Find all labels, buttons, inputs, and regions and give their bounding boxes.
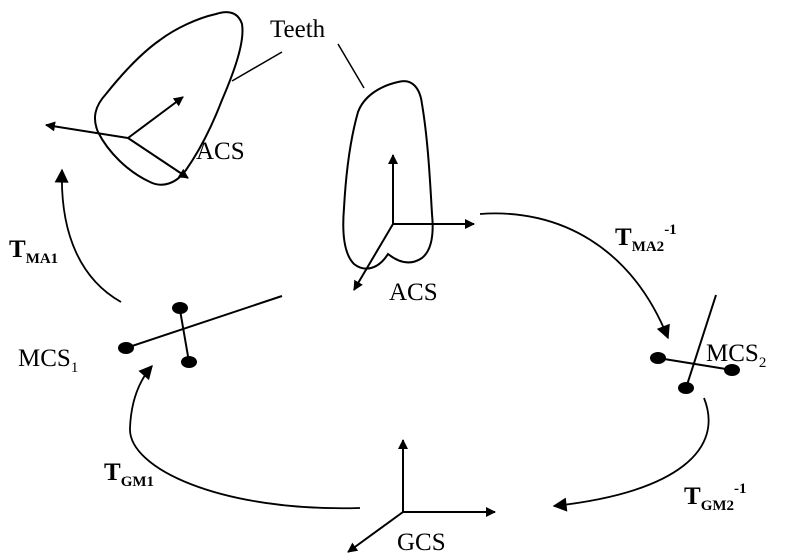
acs-axes-center	[353, 154, 475, 291]
mcs2-bar	[657, 357, 733, 371]
t-ma2-inv-label-subscript: MA2	[631, 239, 665, 255]
tooth-outline-center	[342, 80, 434, 270]
mcs1-label-base: MCS	[18, 345, 71, 372]
arrow-t-ma1	[54, 168, 122, 303]
mcs2-marker-dot	[724, 364, 740, 376]
t-gm2-inv-label: TGM2-1	[684, 481, 747, 514]
t-gm2-inv-label-subscript: GM2	[700, 498, 735, 514]
t-ma1-label-subscript: MA1	[25, 251, 59, 267]
acs-top-y-axis	[127, 96, 184, 139]
acs-label-top: ACS	[196, 138, 245, 165]
mcs2-rod	[685, 294, 717, 389]
t-gm2-inv-label-superscript: -1	[734, 481, 747, 497]
mcs2-marker-dot	[678, 382, 694, 394]
t-ma2-inv-label: TMA2-1	[615, 222, 677, 255]
acs-center-down-axis	[353, 223, 394, 291]
tooth-outline-top-left	[93, 11, 244, 186]
arrow-t-gm1	[129, 364, 361, 510]
teeth-leader-left	[231, 51, 283, 82]
mcs1-marker-dot	[181, 356, 197, 368]
acs-label-center: ACS	[389, 279, 438, 306]
arrow-t-ma2-inv	[479, 212, 670, 340]
mcs1-marker-dot	[172, 302, 188, 314]
t-gm2-inv-label-base: T	[684, 483, 701, 510]
t-ma2-inv-label-base: T	[615, 224, 632, 251]
mcs2-marker-cluster	[650, 294, 740, 394]
gcs-down-axis	[347, 511, 404, 553]
t-gm1-label-subscript: GM1	[120, 474, 155, 490]
acs-top-x-axis	[45, 121, 129, 139]
t-ma1-label-base: T	[9, 236, 26, 263]
t-ma2-inv-label-superscript: -1	[664, 222, 677, 238]
acs-top-z-axis	[127, 137, 189, 179]
arrow-t-gm2-inv	[552, 397, 710, 512]
mcs1-label: MCS1	[18, 345, 78, 376]
mcs2-label-subscript: 2	[758, 355, 767, 371]
mcs1-bar	[179, 309, 190, 363]
t-gm1-label-base: T	[104, 459, 121, 486]
mcs1-marker-dot	[118, 342, 134, 354]
teeth-label: Teeth	[270, 16, 326, 43]
mcs1-rod	[125, 295, 283, 349]
mcs1-label-subscript: 1	[70, 360, 79, 376]
gcs-axes	[347, 439, 496, 553]
mcs2-marker-dot	[650, 352, 666, 364]
mcs2-label-base: MCS	[706, 340, 759, 367]
gcs-label: GCS	[397, 529, 446, 556]
teeth-leader-right	[337, 43, 365, 89]
acs-axes-top	[45, 96, 189, 179]
mcs1-marker-cluster	[118, 295, 283, 368]
t-gm1-label: TGM1	[104, 459, 154, 490]
t-ma1-label: TMA1	[9, 236, 58, 267]
mcs2-label: MCS2	[706, 340, 766, 371]
